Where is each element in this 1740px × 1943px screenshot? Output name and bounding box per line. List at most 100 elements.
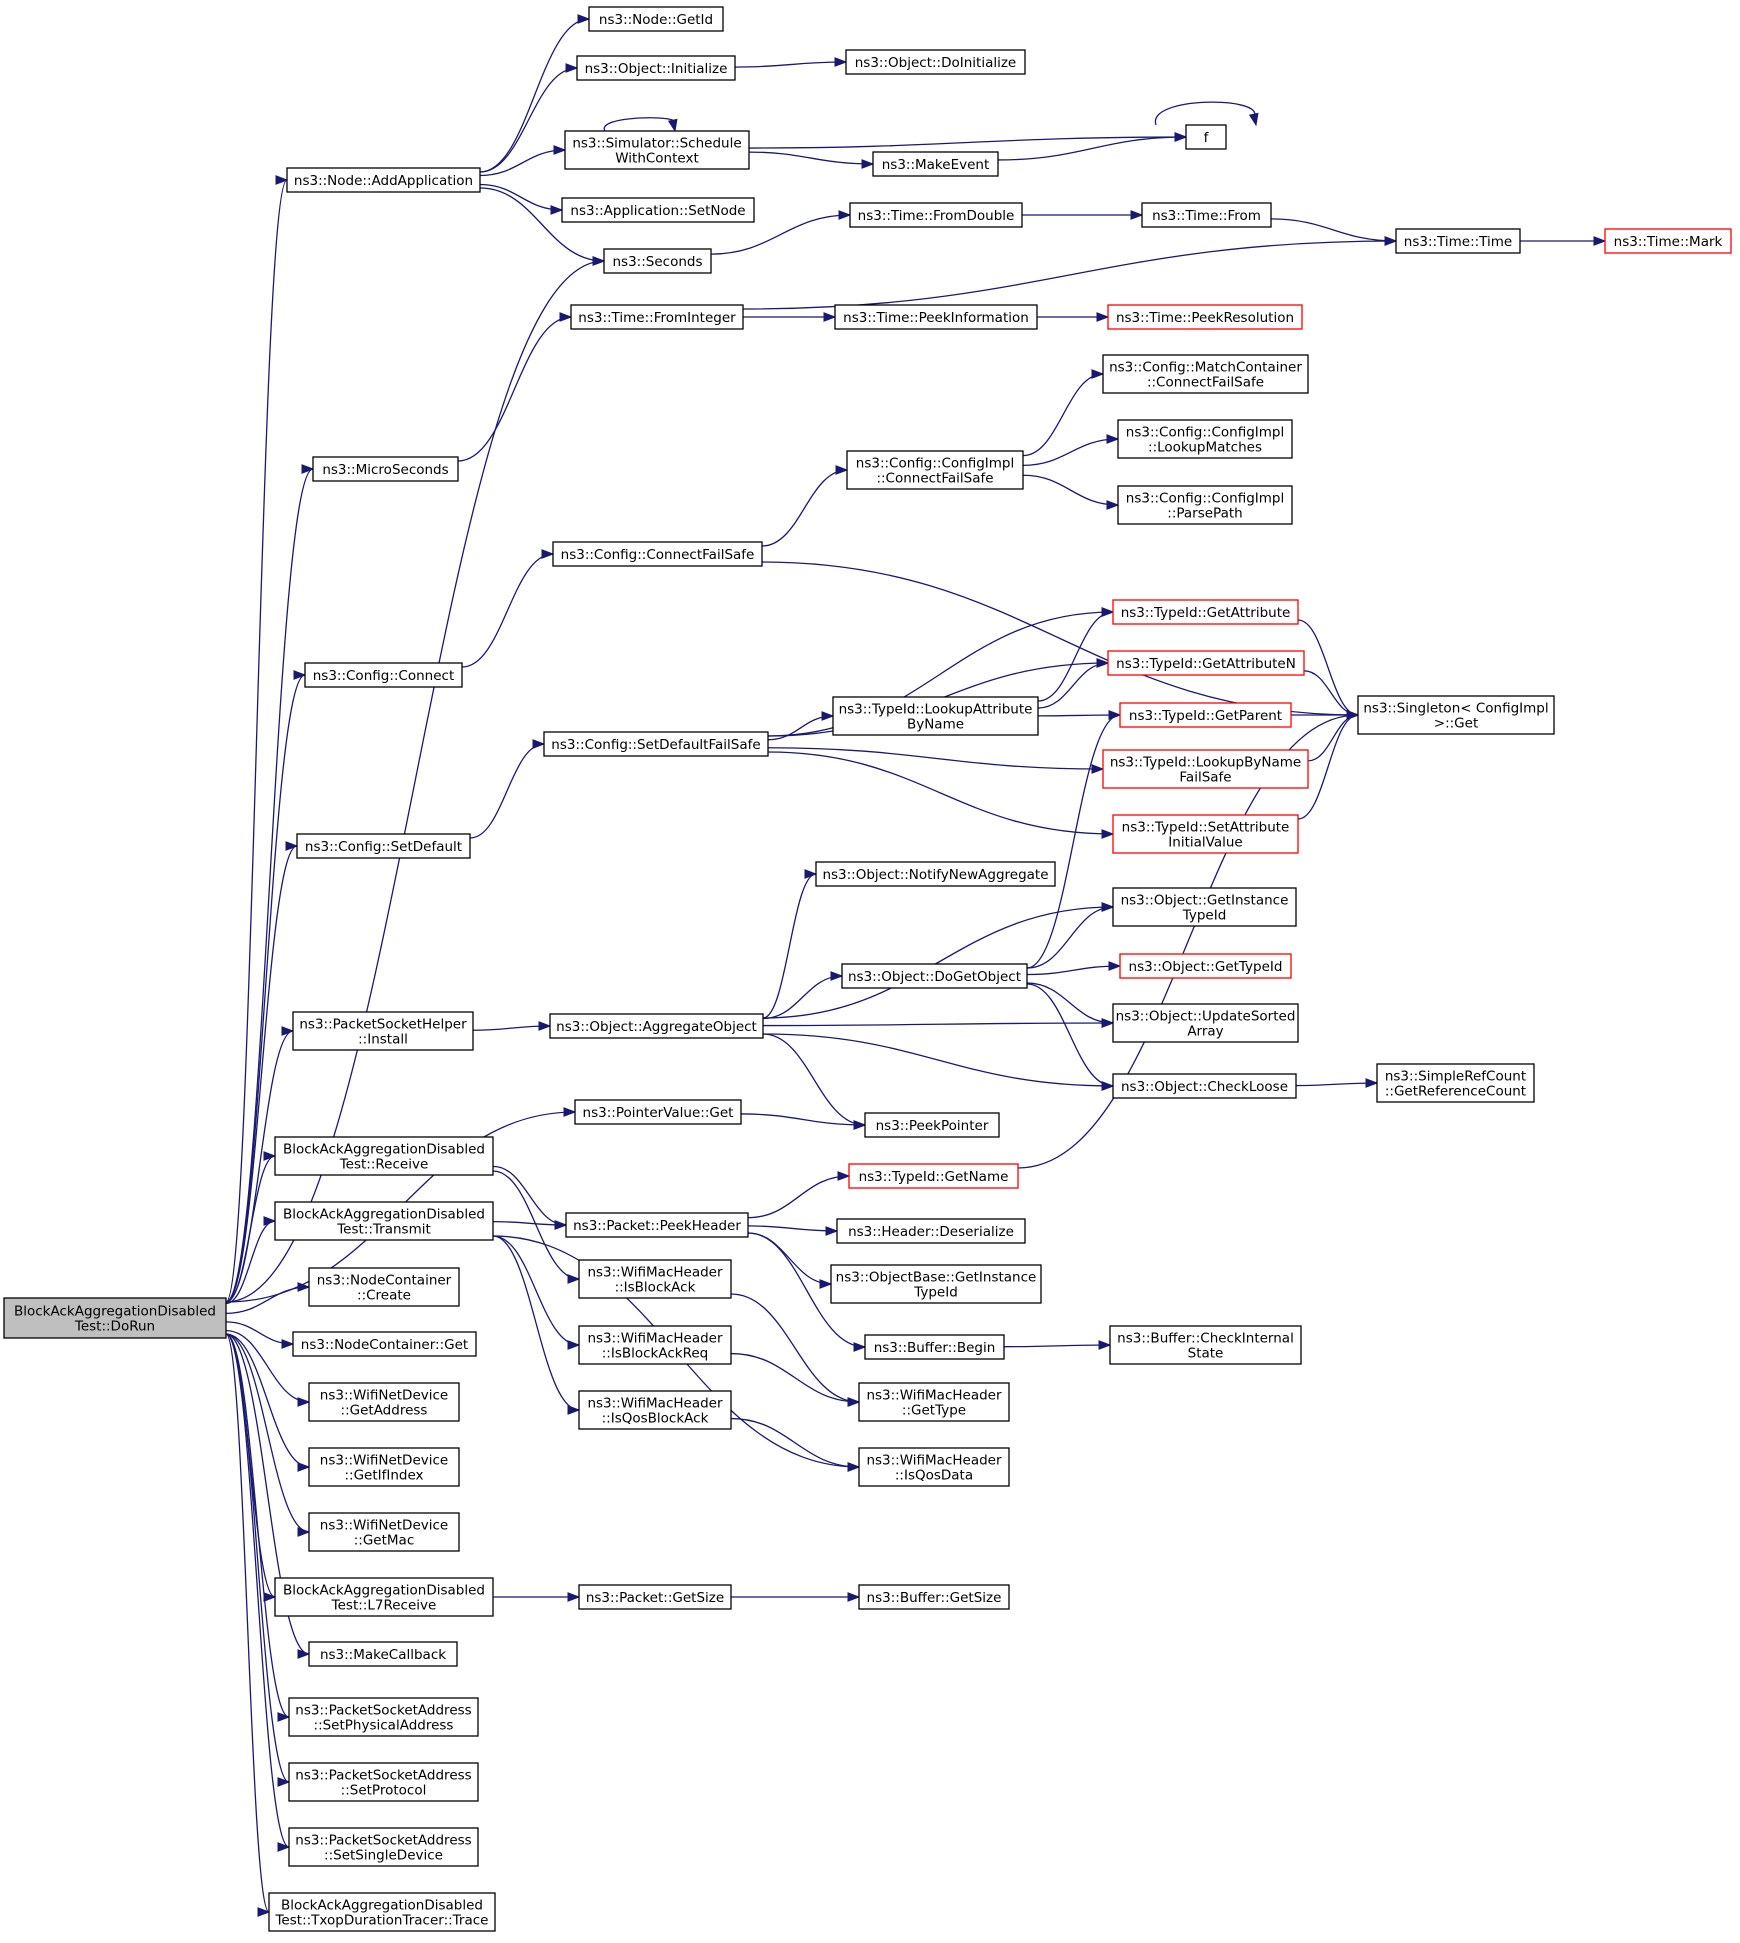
node-bufgetsize[interactable]: ns3::Buffer::GetSize — [858, 1584, 1010, 1610]
node-pktgetsize[interactable]: ns3::Packet::GetSize — [578, 1584, 732, 1610]
node-bufbegin[interactable]: ns3::Buffer::Begin — [864, 1334, 1005, 1360]
node-getname[interactable]: ns3::TypeId::GetName — [848, 1163, 1019, 1189]
node-wndgetaddr[interactable]: ns3::WifiNetDevice::GetAddress — [308, 1382, 460, 1422]
node-cfgcfs[interactable]: ns3::Config::ConnectFailSafe — [552, 541, 763, 567]
node-cfgimplcfs[interactable]: ns3::Config::ConfigImpl::ConnectFailSafe — [846, 450, 1024, 490]
node-getid[interactable]: ns3::Node::GetId — [588, 6, 724, 32]
node-setdeffs[interactable]: ns3::Config::SetDefaultFailSafe — [543, 731, 769, 757]
node-txoptrace[interactable]: BlockAckAggregationDisabledTest::TxopDur… — [268, 1892, 496, 1932]
node-seconds[interactable]: ns3::Seconds — [603, 248, 712, 274]
node-addapp[interactable]: ns3::Node::AddApplication — [286, 167, 481, 193]
node-f[interactable]: f — [1185, 124, 1227, 150]
node-peekheader[interactable]: ns3::Packet::PeekHeader — [565, 1212, 749, 1238]
node-box — [832, 696, 1039, 736]
edge-transmit-to-isblockackreq-arrowhead — [567, 1340, 581, 1350]
node-label: ns3::WifiMacHeader — [866, 1388, 1002, 1404]
edge-dorun-to-txoptrace-arrowhead — [257, 1907, 271, 1917]
node-psinstall[interactable]: ns3::PacketSocketHelper::Install — [292, 1011, 474, 1051]
node-hdrdeser[interactable]: ns3::Header::Deserialize — [836, 1218, 1026, 1244]
node-singleton[interactable]: ns3::Singleton< ConfigImpl>::Get — [1357, 695, 1555, 735]
node-box — [308, 1512, 460, 1552]
edge-ptrget-to-peekptr — [740, 1113, 866, 1126]
node-getattrn[interactable]: ns3::TypeId::GetAttributeN — [1107, 650, 1305, 676]
edge-isqosblockack-to-isqosdata — [730, 1417, 860, 1468]
node-aggobj[interactable]: ns3::Object::AggregateObject — [549, 1013, 764, 1039]
node-transmit[interactable]: BlockAckAggregationDisabledTest::Transmi… — [274, 1201, 494, 1241]
node-label: ns3::WifiNetDevice — [320, 1453, 448, 1469]
node-box — [834, 304, 1038, 330]
edge-dogetobj-to-gettypeid-arrowhead — [1108, 961, 1122, 971]
node-lookupmatches[interactable]: ns3::Config::ConfigImpl::LookupMatches — [1117, 419, 1293, 459]
node-timetime[interactable]: ns3::Time::Time — [1395, 228, 1521, 254]
node-getparent[interactable]: ns3::TypeId::GetParent — [1119, 702, 1292, 728]
node-gettypeid[interactable]: ns3::Object::GetTypeId — [1119, 953, 1292, 979]
node-label: ns3::Object::DoGetObject — [848, 969, 1021, 985]
node-label: ns3::Config::MatchContainer — [1109, 360, 1302, 376]
node-box — [1141, 202, 1272, 228]
node-psasetphys[interactable]: ns3::PacketSocketAddress::SetPhysicalAdd… — [288, 1697, 479, 1737]
node-wndgetmac[interactable]: ns3::WifiNetDevice::GetMac — [308, 1512, 460, 1552]
node-notifyagg[interactable]: ns3::Object::NotifyNewAggregate — [815, 861, 1056, 887]
node-wmhgettype[interactable]: ns3::WifiMacHeader::GetType — [858, 1382, 1010, 1422]
node-cfgconnect[interactable]: ns3::Config::Connect — [304, 662, 463, 688]
node-doinit[interactable]: ns3::Object::DoInitialize — [845, 49, 1026, 75]
node-getattr[interactable]: ns3::TypeId::GetAttribute — [1112, 599, 1299, 625]
node-peekinfo[interactable]: ns3::Time::PeekInformation — [834, 304, 1038, 330]
node-dogetobj[interactable]: ns3::Object::DoGetObject — [841, 963, 1028, 989]
node-psasetsingle[interactable]: ns3::PacketSocketAddress::SetSingleDevic… — [288, 1827, 479, 1867]
node-wndgetif[interactable]: ns3::WifiNetDevice::GetIfIndex — [308, 1447, 460, 1487]
function-nodes: BlockAckAggregationDisabledTest::DoRunns… — [3, 6, 1732, 1932]
node-makecallback[interactable]: ns3::MakeCallback — [308, 1641, 458, 1667]
node-isqosdata[interactable]: ns3::WifiMacHeader::IsQosData — [858, 1447, 1010, 1487]
node-box — [288, 1827, 479, 1867]
edge-dogetobj-to-updsorted — [1026, 982, 1114, 1024]
node-parsepath[interactable]: ns3::Config::ConfigImpl::ParsePath — [1117, 485, 1293, 525]
node-label: BlockAckAggregationDisabled — [283, 1142, 485, 1158]
node-setdefault[interactable]: ns3::Config::SetDefault — [296, 833, 471, 859]
node-isblockackreq[interactable]: ns3::WifiMacHeader::IsBlockAckReq — [578, 1325, 732, 1365]
node-ncget[interactable]: ns3::NodeContainer::Get — [292, 1331, 477, 1357]
node-objinit[interactable]: ns3::Object::Initialize — [576, 55, 736, 81]
node-matchcont[interactable]: ns3::Config::MatchContainer::ConnectFail… — [1102, 354, 1309, 394]
node-peekres[interactable]: ns3::Time::PeekResolution — [1107, 304, 1303, 330]
edge-peekheader-to-objbasetid-arrowhead — [819, 1279, 833, 1289]
edge-dogetobj-to-gettypeid — [1026, 965, 1121, 976]
edge-peekheader-to-hdrdeser-arrowhead — [825, 1226, 839, 1236]
node-timefrom[interactable]: ns3::Time::From — [1141, 202, 1272, 228]
node-microseconds[interactable]: ns3::MicroSeconds — [312, 456, 459, 482]
edge-frominteger-to-timetime-arrowhead — [1384, 236, 1398, 246]
edge-setdeffs-to-setattrinit-arrowhead — [1101, 829, 1115, 839]
node-makeevent[interactable]: ns3::MakeEvent — [872, 151, 999, 177]
node-timemark[interactable]: ns3::Time::Mark — [1604, 228, 1732, 254]
node-label: ns3::Time::FromInteger — [578, 310, 736, 326]
edge-cfgcfs-to-cfgimplcfs-arrowhead — [835, 465, 849, 475]
node-checkloose[interactable]: ns3::Object::CheckLoose — [1112, 1073, 1297, 1099]
edge-setdeffs-to-setattrinit — [767, 751, 1114, 835]
node-peekptr[interactable]: ns3::PeekPointer — [864, 1112, 1000, 1138]
node-label: ns3::PacketSocketHelper — [299, 1017, 467, 1033]
edge-dorun-to-wndgetaddr — [225, 1329, 310, 1403]
node-setnode[interactable]: ns3::Application::SetNode — [561, 197, 755, 223]
edge-lookupattr-to-getparent — [1037, 714, 1121, 717]
node-nccreate[interactable]: ns3::NodeContainer::Create — [308, 1267, 460, 1307]
node-psasetproto[interactable]: ns3::PacketSocketAddress::SetProtocol — [288, 1762, 479, 1802]
edge-microseconds-to-frominteger — [457, 316, 572, 462]
node-getrefcount[interactable]: ns3::SimpleRefCount::GetReferenceCount — [1376, 1063, 1535, 1103]
node-isqosblockack[interactable]: ns3::WifiMacHeader::IsQosBlockAck — [578, 1390, 732, 1430]
node-l7receive[interactable]: BlockAckAggregationDisabledTest::L7Recei… — [274, 1577, 494, 1617]
edge-lookupattr-to-getattr-arrowhead — [1101, 607, 1115, 617]
node-frominteger[interactable]: ns3::Time::FromInteger — [570, 304, 744, 330]
node-isblockack[interactable]: ns3::WifiMacHeader::IsBlockAck — [578, 1259, 732, 1299]
node-fromdouble[interactable]: ns3::Time::FromDouble — [849, 202, 1023, 228]
node-ptrget[interactable]: ns3::PointerValue::Get — [574, 1099, 742, 1125]
